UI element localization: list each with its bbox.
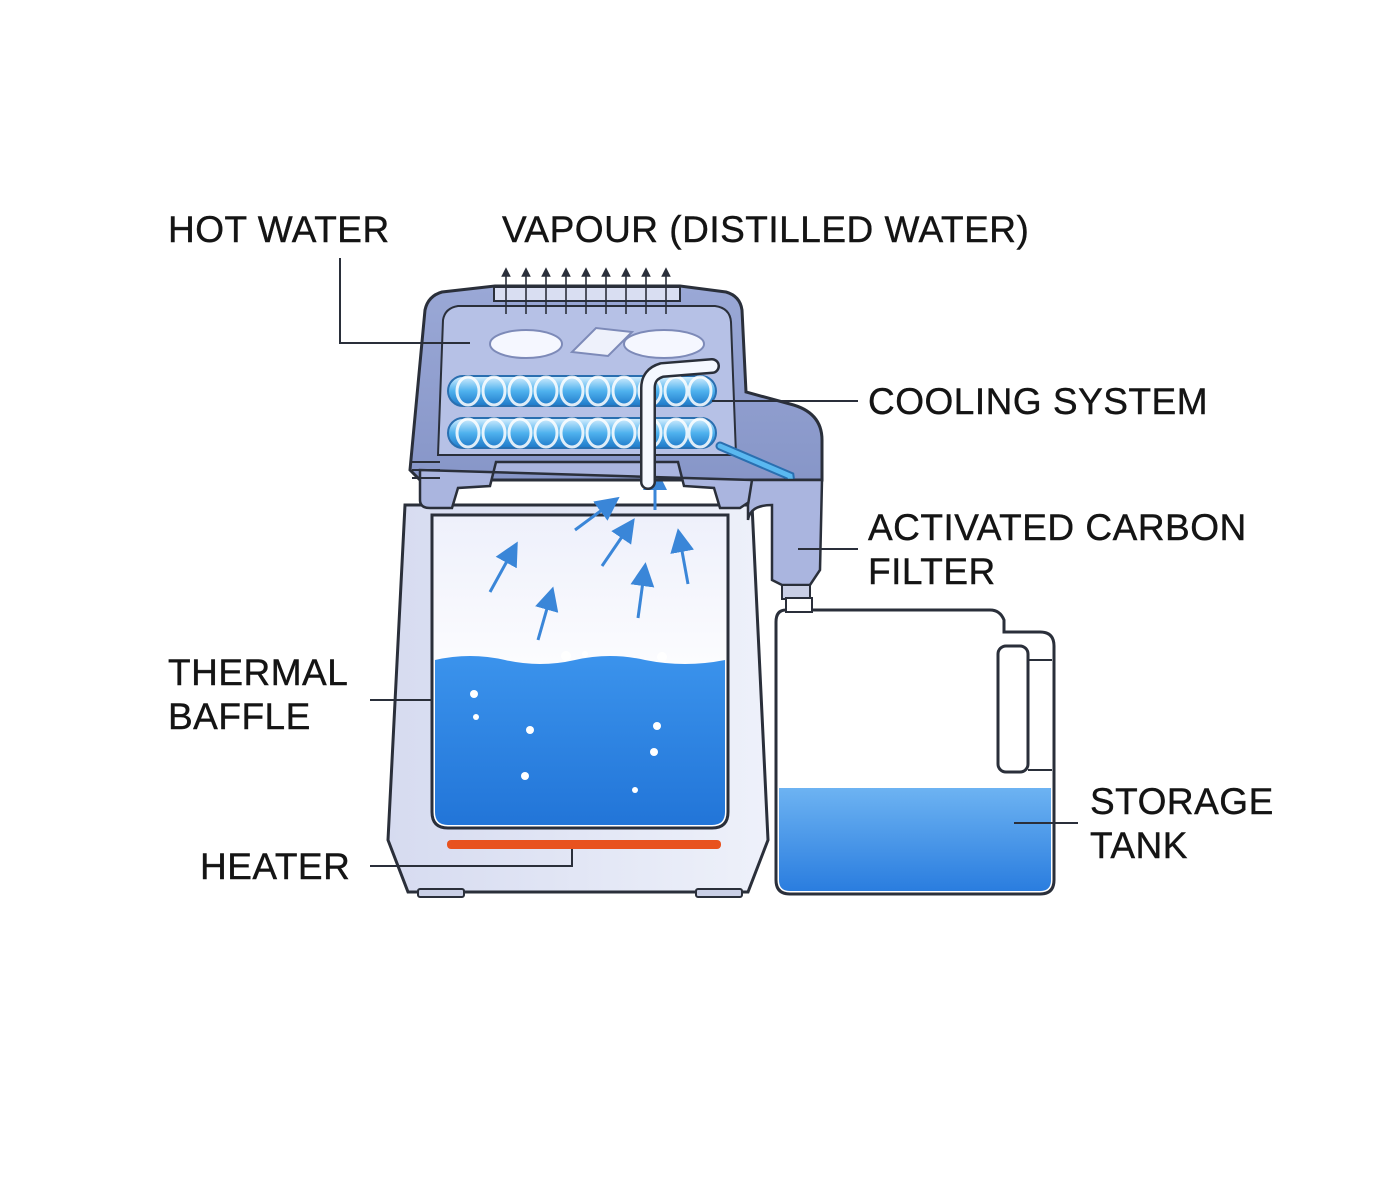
label-activated-carbon-line2: FILTER [868,551,996,592]
carbon-filter [746,478,824,600]
filter-nozzle [781,584,811,600]
cooling-fan [489,326,705,359]
heater-element [447,840,721,849]
leader-hot-water [339,258,470,344]
steam-arrow-icon [670,528,694,585]
label-storage-tank-line1: STORAGE [1090,781,1274,822]
label-hot-water: HOT WATER [168,209,390,250]
label-activated-carbon-line1: ACTIVATED CARBON [868,507,1247,548]
tank-water [779,788,1051,891]
steam-arrow-icon [600,518,635,567]
tank-handle [996,644,1030,774]
steam-arrow-icon [630,562,655,619]
cooling-coils [447,358,801,525]
bubbles [470,651,667,793]
label-thermal-baffle-line1: THERMAL [168,652,349,693]
label-storage-tank-line2: TANK [1090,825,1188,866]
steam-arrows [488,466,694,641]
steam-arrow-icon [488,541,518,593]
label-heater: HEATER [200,846,351,887]
top-vent [493,286,681,302]
label-activated-carbon-filter: ACTIVATED CARBON FILTER [868,506,1247,594]
label-thermal-baffle: THERMAL BAFFLE [168,651,348,739]
steam-arrow-icon [574,496,620,532]
label-storage-tank: STORAGE TANK [1090,780,1274,868]
foot-right [695,888,743,898]
leader-lines [339,258,1078,867]
label-thermal-baffle-line2: BAFFLE [168,696,311,737]
vapour-arrows [501,267,671,314]
steam-arrow-icon [535,586,559,641]
coil-row-bottom [447,417,717,449]
boiling-chamber [430,466,730,830]
foot-left [417,888,465,898]
tank-spout [785,597,813,613]
label-cooling-system: COOLING SYSTEM [868,381,1209,422]
boiling-water [435,656,725,825]
leader-heater [370,849,573,867]
coil-row-top [447,375,717,407]
storage-tank [774,597,1056,896]
label-vapour: VAPOUR (DISTILLED WATER) [502,209,1030,250]
side-vents [412,461,440,479]
